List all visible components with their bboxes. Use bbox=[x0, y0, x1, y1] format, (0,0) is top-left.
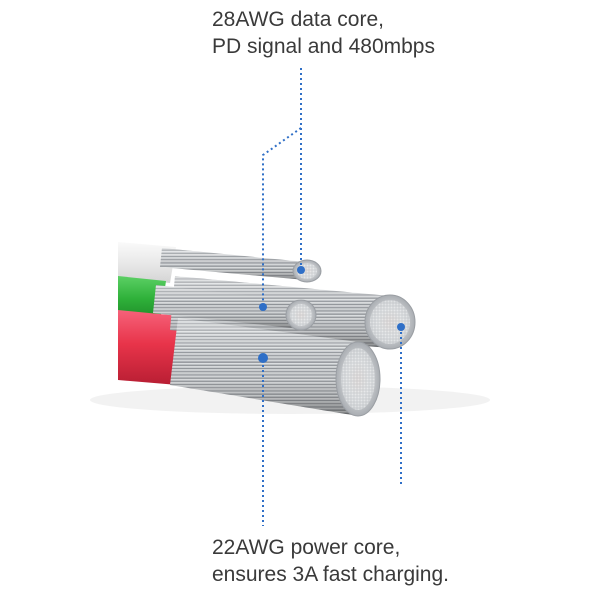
dot-data-middle bbox=[259, 303, 267, 311]
dot-data-top bbox=[297, 266, 305, 274]
leader-line-data-middle bbox=[262, 127, 302, 305]
data-core-callout-line2: PD signal and 480mbps bbox=[212, 35, 435, 58]
power-core-callout: 22AWG power core, ensures 3A fast chargi… bbox=[212, 534, 449, 588]
leader-lines bbox=[262, 68, 402, 526]
data-conductor-middle bbox=[153, 285, 317, 331]
dot-large bbox=[397, 323, 405, 331]
data-core-callout: 28AWG data core, PD signal and 480mbps bbox=[212, 6, 435, 60]
white-wire-jacket bbox=[118, 242, 176, 283]
power-core-callout-line1: 22AWG power core, bbox=[212, 536, 401, 559]
dot-power bbox=[258, 353, 268, 363]
data-conductor-top bbox=[160, 248, 322, 283]
leader-dots bbox=[258, 266, 405, 363]
data-core-callout-line1: 28AWG data core, bbox=[212, 8, 384, 31]
power-core-callout-line2: ensures 3A fast charging. bbox=[212, 563, 449, 586]
